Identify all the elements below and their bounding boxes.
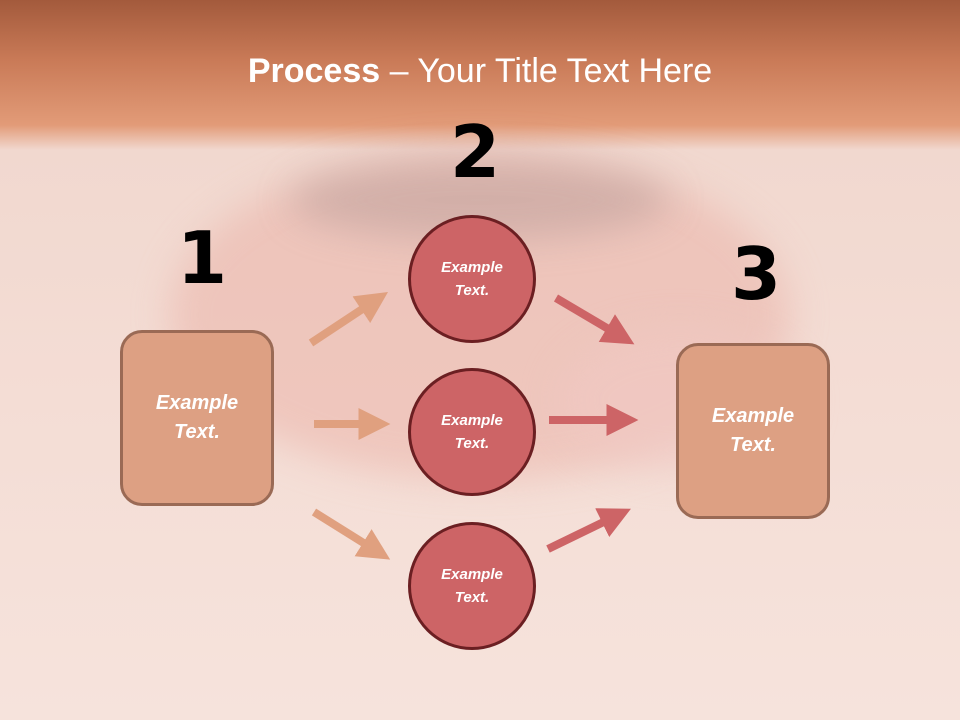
arrow-bottom-to-right xyxy=(546,508,631,553)
step-number-2: 2 xyxy=(450,110,501,194)
circle-middle-line1: Example xyxy=(441,412,503,429)
page-title: Process – Your Title Text Here xyxy=(0,52,960,91)
circle-middle: Example Text. xyxy=(408,368,536,496)
circle-bottom: Example Text. xyxy=(408,522,536,650)
circle-top-line2: Text. xyxy=(454,282,490,299)
circle-top: Example Text. xyxy=(408,215,536,343)
arrow-left-to-top xyxy=(308,292,389,347)
title-bold: Process xyxy=(247,52,381,90)
step-number-3: 3 xyxy=(731,232,782,316)
circle-bottom-line2: Text. xyxy=(454,589,490,606)
left-box: Example Text. xyxy=(120,330,274,506)
step-number-1: 1 xyxy=(177,216,228,300)
circle-top-line1: Example xyxy=(441,259,503,276)
left-box-line2: Text. xyxy=(174,421,220,443)
arrow-top-to-right xyxy=(553,294,635,345)
arrow-left-to-bottom xyxy=(311,508,391,560)
circle-bottom-line1: Example xyxy=(441,566,503,583)
title-rest: – Your Title Text Here xyxy=(380,52,713,90)
circle-middle-line2: Text. xyxy=(454,435,490,452)
right-box: Example Text. xyxy=(676,343,830,519)
left-box-line1: Example xyxy=(155,392,239,414)
right-box-line2: Text. xyxy=(730,434,776,456)
right-box-line1: Example xyxy=(711,405,795,427)
